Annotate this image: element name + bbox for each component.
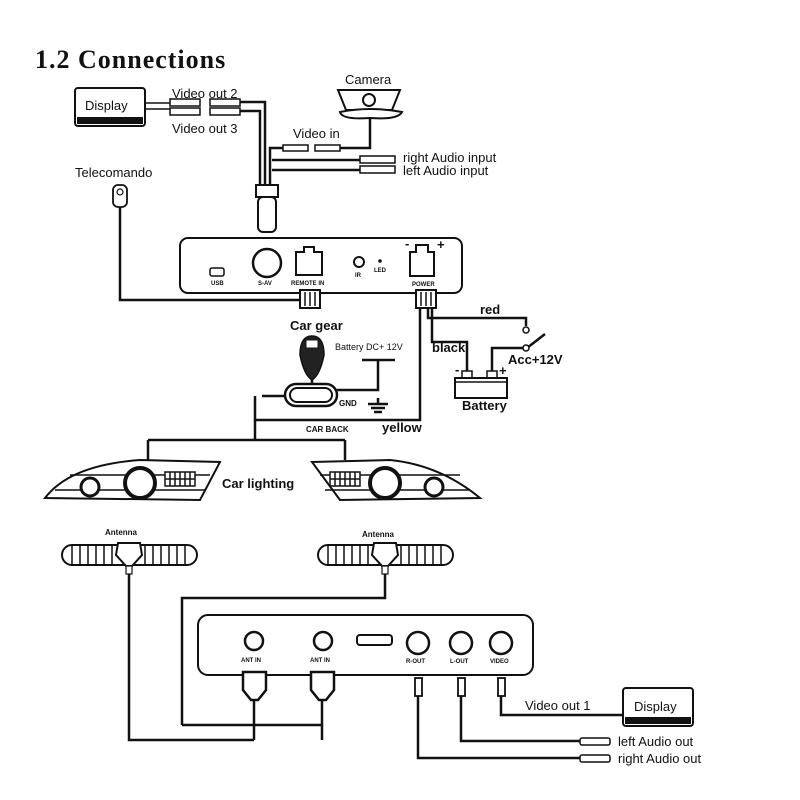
antenna-left-label: Antenna: [105, 528, 138, 537]
remote-in-label: REMOTE IN: [291, 281, 324, 287]
yellow-wire-label: yellow: [382, 420, 423, 435]
car-back-wiring: [146, 308, 422, 460]
ant-in-2-port: [312, 630, 334, 652]
car-light-right-icon: [310, 458, 483, 502]
video-out-2-label: Video out 2: [172, 86, 238, 101]
r-out-port: [405, 630, 431, 656]
ir-label: IR: [355, 273, 362, 279]
antenna-right-icon: [180, 542, 454, 725]
display-top: Display: [74, 87, 146, 127]
video-port: [488, 630, 514, 656]
led-indicator: [378, 259, 382, 263]
sav-port: [251, 247, 283, 279]
car-back-label: CAR BACK: [306, 425, 349, 434]
battery-wiring: [426, 308, 546, 372]
l-out-label: L-OUT: [450, 659, 469, 665]
sav-plug: [255, 184, 279, 233]
car-lighting-label: Car lighting: [222, 476, 294, 491]
led-label: LED: [374, 268, 387, 274]
acc-label: Acc+12V: [508, 352, 563, 367]
sav-label: S-AV: [258, 281, 272, 287]
red-wire-label: red: [480, 302, 500, 317]
battery-label: Battery: [462, 398, 508, 413]
ant-in-2-label: ANT IN: [310, 658, 330, 664]
camera-icon: [320, 89, 404, 150]
antenna-left-icon: [61, 542, 198, 725]
power-plug: [415, 289, 437, 309]
right-audio-input-label: right Audio input: [403, 150, 497, 165]
left-audio-out-label: left Audio out: [618, 734, 694, 749]
right-audio-out-label: right Audio out: [618, 751, 702, 766]
black-wire-label: black: [432, 340, 466, 355]
video-in-label: Video in: [293, 126, 340, 141]
ant-in-1-port: [243, 630, 265, 652]
display-top-label: Display: [85, 98, 128, 113]
main-unit: [179, 237, 463, 294]
power-port: [409, 244, 435, 277]
r-out-label: R-OUT: [406, 659, 425, 665]
ground-icon: [368, 398, 388, 414]
antenna-plugs: [127, 670, 336, 742]
display-bottom-label: Display: [634, 699, 677, 714]
gnd-label: GND: [339, 399, 357, 408]
remote-in-plug: [299, 289, 321, 309]
remote-in-port: [295, 246, 323, 276]
section-title: 1.2 Connections: [35, 45, 226, 74]
video-label: VIDEO: [490, 659, 509, 665]
car-light-left-icon: [43, 458, 222, 502]
left-audio-input-label: left Audio input: [403, 163, 489, 178]
usb-label: USB: [211, 281, 224, 287]
camera-label: Camera: [345, 72, 392, 87]
power-minus: -: [405, 236, 409, 251]
usb-port: [209, 267, 225, 277]
hdmi-port: [356, 634, 393, 646]
battery-dc-label: Battery DC+ 12V: [335, 342, 403, 352]
battery-minus: -: [455, 362, 459, 377]
power-plus: +: [437, 237, 445, 252]
audio-out-jacks: [579, 737, 611, 763]
battery-plus: +: [499, 363, 507, 378]
battery-dc-wire: [262, 358, 395, 398]
telecomando-label: Telecomando: [75, 165, 152, 180]
tuner-box: [197, 614, 534, 676]
video-out-1-label: Video out 1: [525, 698, 591, 713]
ant-in-1-label: ANT IN: [241, 658, 261, 664]
gear-knob-icon: [283, 335, 339, 408]
video-in-connectors: [268, 144, 341, 185]
video-out-connectors: [145, 98, 267, 185]
battery-icon: [454, 370, 508, 399]
antenna-right-label: Antenna: [362, 530, 395, 539]
audio-input-connectors: [272, 155, 396, 174]
ir-port: [353, 256, 365, 268]
video-out-3-label: Video out 3: [172, 121, 238, 136]
rca-plugs: [414, 677, 625, 760]
car-gear-label: Car gear: [290, 318, 343, 333]
display-bottom: Display: [622, 687, 694, 727]
l-out-port: [448, 630, 474, 656]
power-label: POWER: [412, 282, 435, 288]
